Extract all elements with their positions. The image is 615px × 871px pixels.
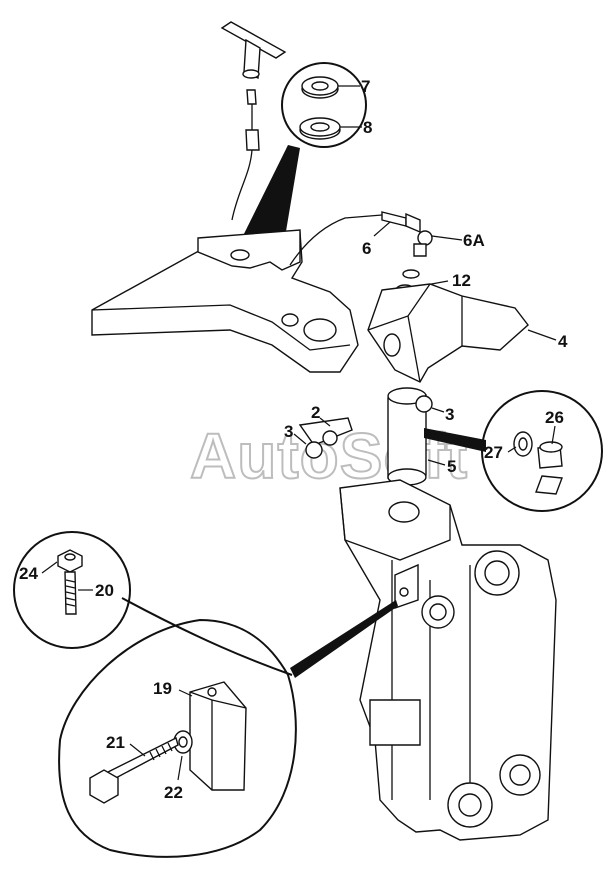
callout-6a: 6A xyxy=(463,231,485,250)
bolt-21-icon xyxy=(89,736,179,804)
clamp-block-19-icon xyxy=(189,681,247,791)
callout-20: 20 xyxy=(95,581,114,600)
washer-detail-inset xyxy=(236,62,367,255)
main-arm xyxy=(91,214,383,373)
callout-27: 27 xyxy=(484,443,503,462)
bolt-20-icon xyxy=(64,571,77,615)
callout-5: 5 xyxy=(447,457,456,476)
callout-22: 22 xyxy=(164,783,183,802)
retaining-clip-2 xyxy=(298,417,353,446)
callout-8: 8 xyxy=(363,118,372,137)
bolt-3-left xyxy=(293,433,323,459)
leader-wedge-inset-19 xyxy=(290,600,398,678)
nut-24-icon xyxy=(57,549,83,573)
lubrication-clip-inset xyxy=(424,390,603,512)
callout-24: 24 xyxy=(19,564,38,583)
clamp-block-inset xyxy=(58,618,297,858)
t-handle-grease-fitting xyxy=(220,21,287,221)
callout-19: 19 xyxy=(153,679,172,698)
callout-2: 2 xyxy=(311,403,320,422)
callout-6: 6 xyxy=(362,239,371,258)
ball-joint-assembly xyxy=(373,211,463,296)
clip-27-icon xyxy=(513,431,533,457)
callout-12: 12 xyxy=(452,271,471,290)
washer-22-icon xyxy=(173,730,193,754)
callout-labels: 7 8 6 6A 12 4 2 3 3 5 26 27 24 20 19 21 … xyxy=(19,77,568,802)
callout-3-left: 3 xyxy=(284,422,293,441)
grease-nipple-26-icon xyxy=(535,441,563,495)
lower-body-casting xyxy=(339,479,557,841)
callout-21: 21 xyxy=(106,733,125,752)
bolt-3-right xyxy=(415,395,445,413)
callout-3-right: 3 xyxy=(445,405,454,424)
bracket-4 xyxy=(367,283,557,383)
callout-4: 4 xyxy=(558,332,568,351)
bolt-nut-inset xyxy=(13,531,131,649)
callout-26: 26 xyxy=(545,408,564,427)
callout-7: 7 xyxy=(361,77,370,96)
washer-7-icon xyxy=(301,76,339,99)
washer-8-icon xyxy=(299,117,341,140)
leader-line-inset-20 xyxy=(121,597,293,676)
